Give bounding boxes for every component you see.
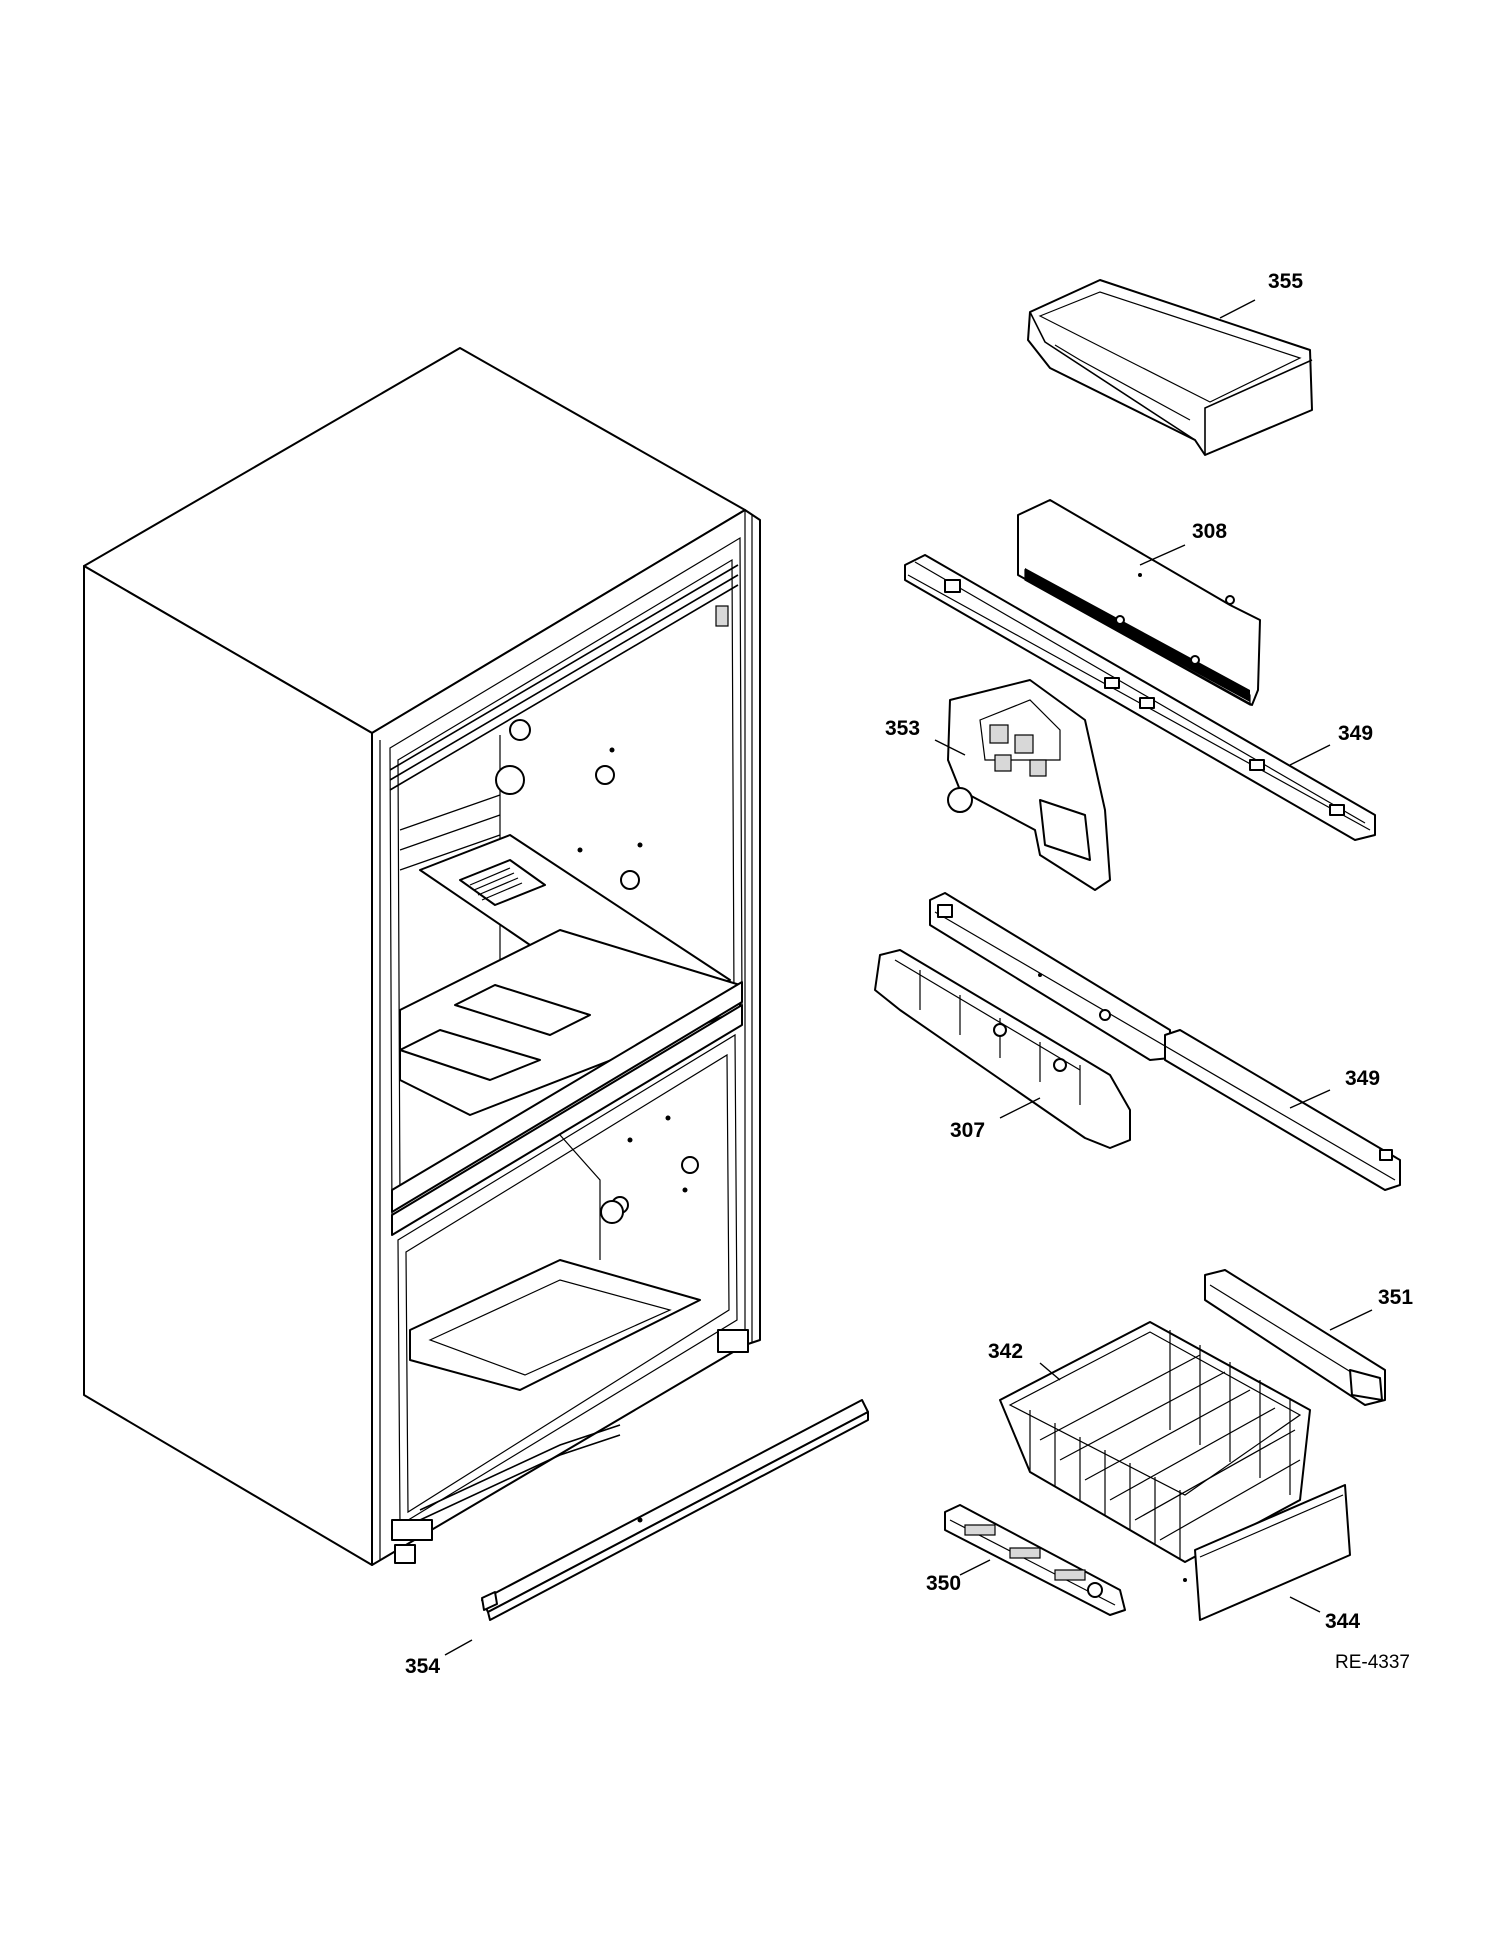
leader-lines: [444, 299, 1373, 1656]
callout-labels: 355 308 353 349 307 349 351 342 350 344 …: [405, 270, 1413, 1678]
part-349-slide-rail-mid: [929, 892, 1401, 1191]
part-353-mounting-bracket: [947, 679, 1111, 891]
part-307-drawer-carrier: [874, 949, 1131, 1149]
callout-342: 342: [988, 1340, 1023, 1363]
callout-307: 307: [950, 1119, 985, 1142]
part-342-wire-basket: [999, 1321, 1311, 1563]
part-344-drawer-face: [1183, 1484, 1351, 1621]
part-308-rack-bracket: [1017, 499, 1261, 707]
callout-349-mid: 349: [1345, 1067, 1380, 1090]
callout-355: 355: [1268, 270, 1303, 293]
rack-teeth: [1025, 568, 1250, 702]
callout-350: 350: [926, 1572, 961, 1595]
part-350-drawer-frame: [944, 1504, 1126, 1616]
callout-353: 353: [885, 717, 920, 740]
callout-349-top: 349: [1338, 722, 1373, 745]
callout-351: 351: [1378, 1286, 1413, 1309]
callout-308: 308: [1192, 520, 1227, 543]
part-351-side-rail: [1204, 1269, 1386, 1406]
part-354-bottom-rail: [481, 1399, 869, 1621]
callout-354: 354: [405, 1655, 440, 1678]
vent-grille: [469, 867, 523, 901]
part-355-bin: [1027, 279, 1313, 456]
callout-344: 344: [1325, 1610, 1360, 1633]
part-349-slide-rail-top: [904, 554, 1376, 841]
reference-code: RE-4337: [1335, 1652, 1410, 1673]
basket-wire-grid: [1029, 1330, 1301, 1559]
refrigerator-cabinet: [83, 347, 761, 1566]
